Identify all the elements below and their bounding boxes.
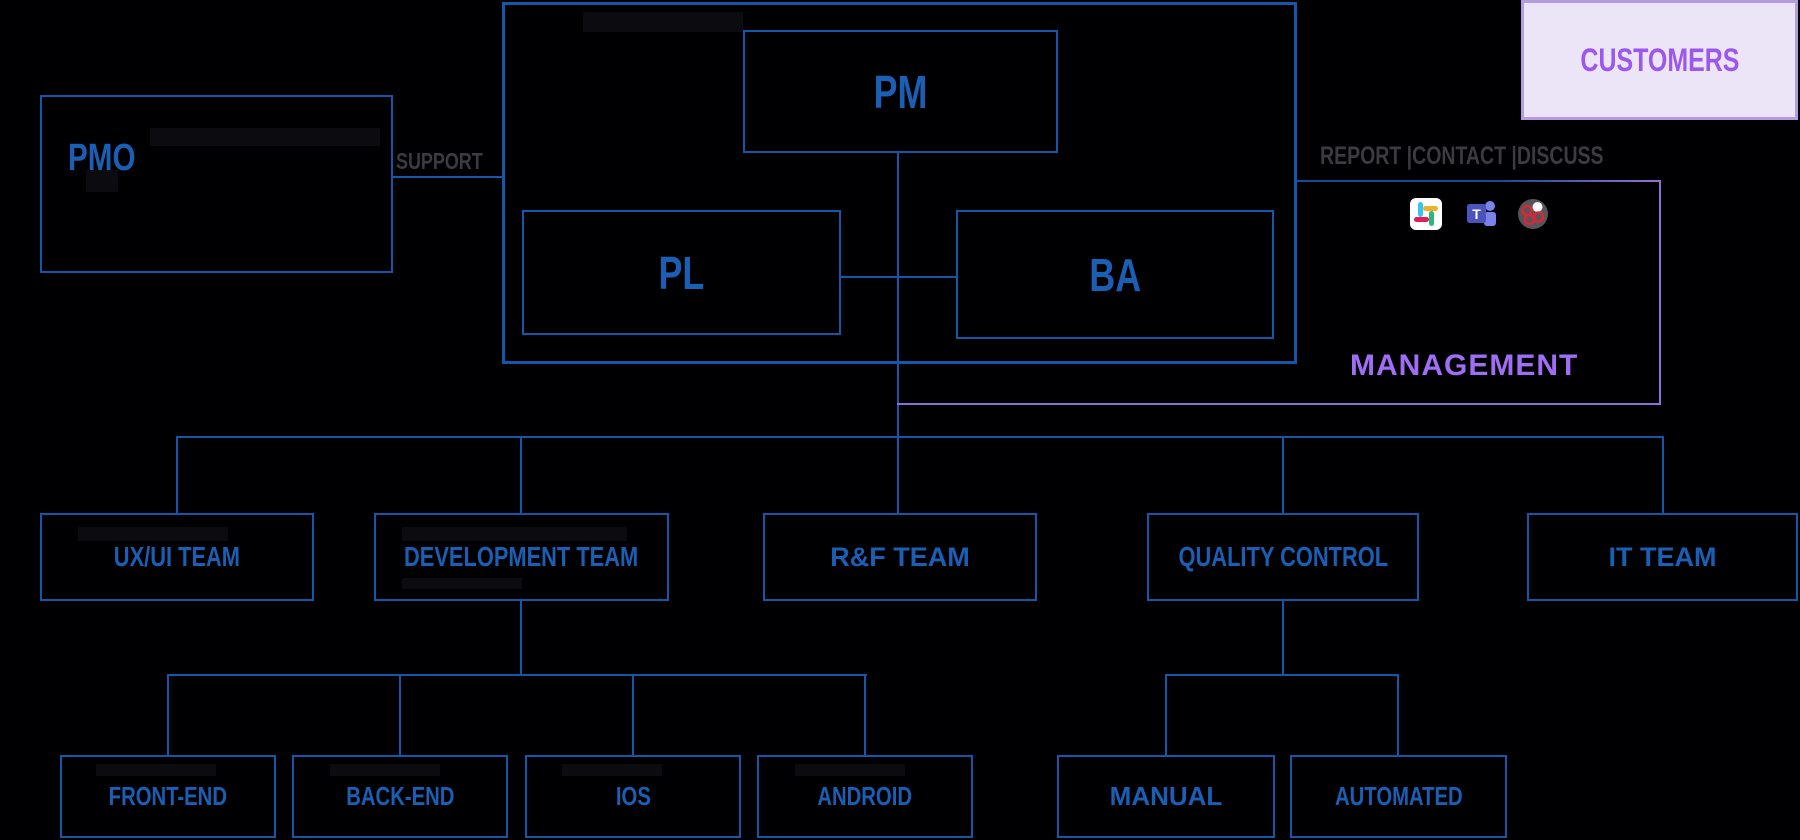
qc-stub — [1282, 436, 1284, 516]
team-node-quality-control[interactable]: QUALITY CONTROL — [1147, 513, 1419, 601]
android-stub — [864, 674, 866, 756]
management-label: MANAGEMENT — [1350, 349, 1579, 382]
it-stub — [1662, 436, 1664, 516]
redacted-dev-text-bottom — [402, 578, 522, 589]
subteam-node-manual-label: MANUAL — [1109, 781, 1223, 811]
dev-trunk-line — [520, 599, 522, 676]
uxui-stub — [176, 436, 178, 516]
dev-sub-connector — [167, 674, 867, 676]
frontend-stub — [167, 674, 169, 756]
project-team-container[interactable] — [502, 2, 1297, 364]
management-box-top-edge — [1297, 180, 1661, 182]
backend-stub — [399, 674, 401, 756]
slack-icon[interactable] — [1409, 197, 1443, 231]
team-node-quality-control-label: QUALITY CONTROL — [1178, 541, 1388, 572]
pl-node-label: PL — [658, 246, 705, 299]
pl-node[interactable]: PL — [522, 210, 841, 335]
management-box-right-edge — [1659, 180, 1661, 405]
subteam-node-android-label: ANDROID — [817, 781, 913, 811]
team-node-rf[interactable]: R&F TEAM — [763, 513, 1037, 601]
subteam-node-automated-label: AUTOMATED — [1334, 781, 1463, 811]
pmo-support-connector — [393, 176, 502, 178]
manual-stub — [1165, 674, 1167, 756]
ba-node[interactable]: BA — [956, 210, 1274, 339]
support-label: SUPPORT — [396, 148, 483, 174]
subteam-node-automated[interactable]: AUTOMATED — [1290, 755, 1507, 838]
report-contact-discuss-menu[interactable]: REPORT |CONTACT |DISCUSS — [1320, 142, 1604, 170]
redacted-frontend-text — [96, 764, 216, 776]
ba-node-label: BA — [1089, 248, 1141, 301]
pm-trunk-line — [897, 153, 899, 515]
subteam-node-backend-label: BACK-END — [345, 781, 455, 811]
redacted-backend-text — [330, 764, 440, 776]
teams-connector — [176, 436, 1664, 438]
pm-node[interactable]: PM — [743, 30, 1058, 153]
customers-node[interactable]: CUSTOMERS — [1521, 0, 1798, 120]
qc-trunk-line — [1282, 599, 1284, 676]
red-rings-app-icon[interactable] — [1516, 197, 1550, 231]
subteam-node-frontend-label: FRONT-END — [108, 781, 228, 811]
team-node-uxui-label: UX/UI TEAM — [113, 541, 241, 572]
pm-node-label: PM — [873, 65, 928, 118]
subteam-node-backend[interactable]: BACK-END — [292, 755, 508, 838]
customers-node-label: CUSTOMERS — [1579, 41, 1740, 78]
redacted-pmo-text — [150, 128, 380, 146]
subteam-node-manual[interactable]: MANUAL — [1057, 755, 1275, 838]
svg-text:T: T — [1472, 206, 1481, 222]
team-node-it[interactable]: IT TEAM — [1527, 513, 1798, 601]
microsoft-teams-icon[interactable]: T — [1465, 197, 1499, 231]
ios-stub — [632, 674, 634, 756]
automated-stub — [1397, 674, 1399, 756]
subteam-node-ios-label: IOS — [615, 781, 651, 811]
management-box-bottom-edge — [897, 403, 1661, 405]
pl-ba-connector — [841, 276, 956, 278]
redacted-dev-text-top — [402, 527, 627, 541]
team-node-rf-label: R&F TEAM — [830, 541, 970, 572]
redacted-pmo-blob — [86, 170, 118, 192]
redacted-container-title — [583, 12, 743, 32]
team-node-development-label: DEVELOPMENT TEAM — [404, 541, 639, 572]
team-node-it-label: IT TEAM — [1608, 541, 1717, 572]
redacted-android-text — [795, 764, 905, 776]
redacted-uxui-text — [78, 527, 228, 541]
dev-stub — [520, 436, 522, 516]
redacted-ios-text — [562, 764, 662, 776]
qc-sub-connector — [1165, 674, 1399, 676]
